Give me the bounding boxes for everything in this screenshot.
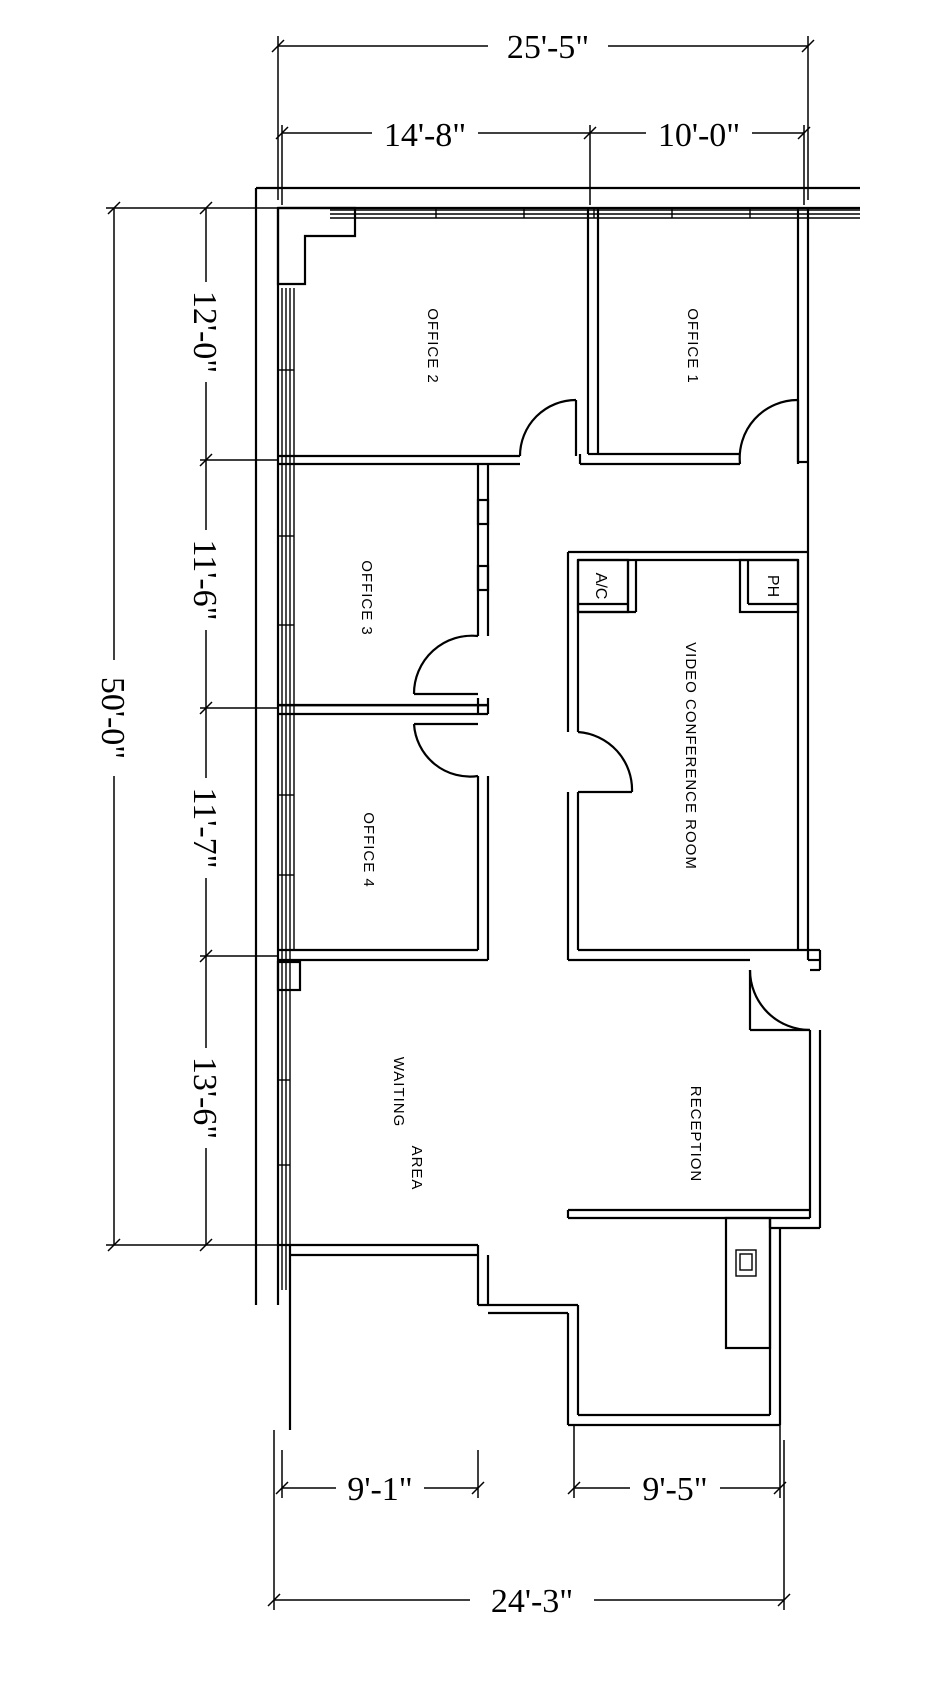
label-office-3: OFFICE 3 [358,560,375,636]
dim-bottom-overall: 24'-3" [491,1583,573,1620]
doors [412,398,811,1032]
interior-walls [278,208,822,1427]
label-reception: RECEPTION [687,1086,704,1183]
door-office-3 [412,634,479,696]
door-reception [748,969,811,1032]
door-office-4 [412,722,479,778]
label-office-1: OFFICE 1 [684,308,701,384]
label-office-4: OFFICE 4 [360,812,377,888]
dim-top-left: 14'-8" [384,117,466,154]
label-ac: A/C [592,573,609,600]
label-ph: PH [764,575,781,597]
dim-left-2: 11'-6" [186,539,223,620]
label-waiting: WAITING [390,1057,407,1128]
dim-left-4: 13'-6" [186,1057,223,1139]
dim-bottom-left: 9'-1" [347,1471,412,1508]
label-area: AREA [408,1146,425,1191]
dim-left-3: 11'-7" [186,787,223,868]
dimension-labels: 25'-5" 14'-8" 10'-0" 50'-0" 12'-0" 11'-6… [94,28,752,1620]
dim-left-overall: 50'-0" [94,677,131,759]
dim-top-overall: 25'-5" [507,29,589,66]
dim-left-1: 12'-0" [186,291,223,373]
door-video-conference [577,730,634,794]
room-labels: OFFICE 2 OFFICE 1 OFFICE 3 OFFICE 4 VIDE… [358,308,781,1190]
label-office-2: OFFICE 2 [424,308,441,384]
dim-bottom-right: 9'-5" [642,1471,707,1508]
door-office-1 [738,398,800,465]
dim-top-right: 10'-0" [658,117,740,154]
label-video-conference-room: VIDEO CONFERENCE ROOM [682,642,699,870]
door-office-2 [518,398,578,457]
